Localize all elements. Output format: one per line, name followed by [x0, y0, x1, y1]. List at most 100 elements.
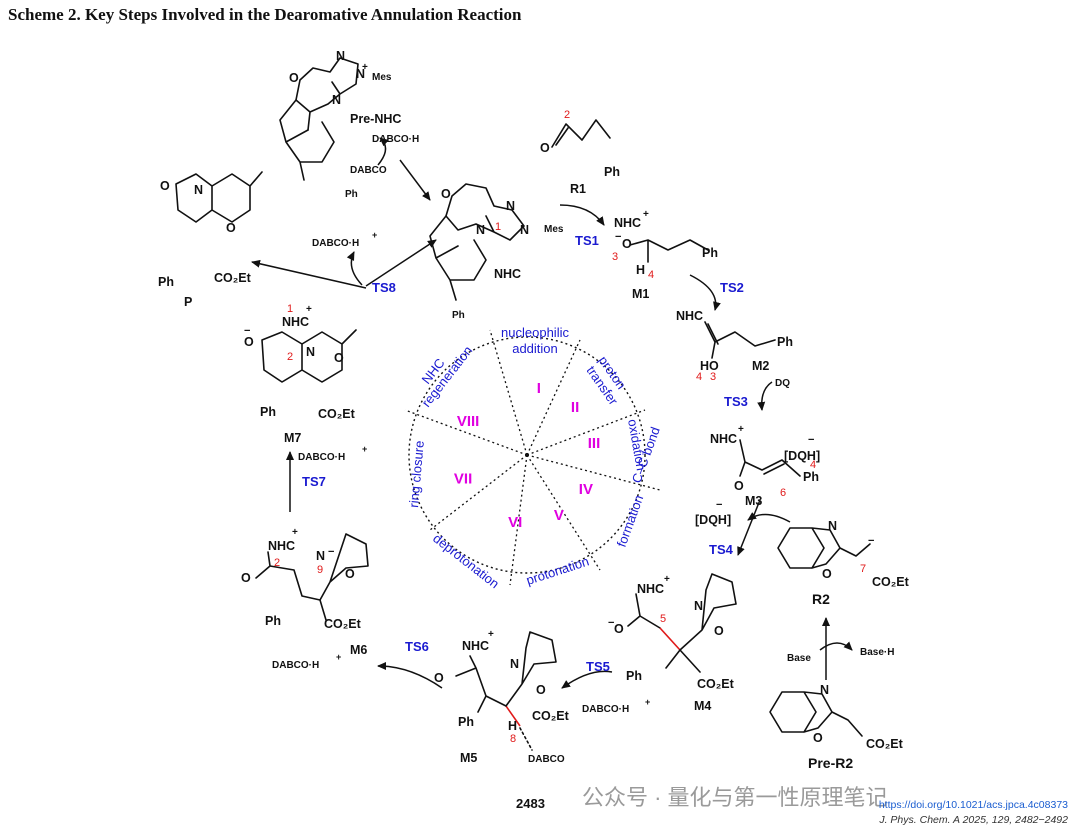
svg-text:Ph: Ph	[458, 715, 474, 729]
svg-text:N: N	[306, 345, 315, 359]
svg-text:+: +	[292, 527, 298, 538]
step-label-protonation: protonation	[524, 553, 591, 587]
svg-text:O: O	[345, 567, 355, 581]
svg-text:Ph: Ph	[803, 470, 819, 484]
step-numeral-VII: VII	[454, 470, 472, 487]
svg-text:7: 7	[860, 563, 866, 575]
svg-text:4: 4	[648, 269, 654, 281]
svg-text:+: +	[362, 62, 368, 73]
dabco-m5: DABCO	[528, 754, 565, 765]
dabco-h-pre: DABCO·H	[372, 134, 419, 145]
svg-text:O: O	[714, 624, 724, 638]
step-label-nucleophilic: nucleophilic	[501, 325, 569, 340]
svg-text:O: O	[160, 179, 170, 193]
svg-text:O: O	[441, 187, 451, 201]
svg-text:Ph: Ph	[345, 189, 358, 200]
p-structure: O N O Ph CO₂Et P DABCO·H + TS8	[158, 171, 437, 309]
svg-text:Ph: Ph	[452, 310, 465, 321]
svg-text:O: O	[536, 683, 546, 697]
pre-nhc-structure: O N N N + Mes Ph Pre-NHC DABCO·H DABCO	[279, 49, 431, 201]
svg-text:+: +	[645, 697, 650, 707]
r2-structure: N O − CO₂Et 7 R2	[777, 519, 910, 607]
dabco-pre: DABCO	[350, 165, 387, 176]
svg-text:CO₂Et: CO₂Et	[318, 407, 356, 421]
ts7-label: TS7	[302, 474, 326, 489]
ts6-label: TS6	[405, 639, 429, 654]
svg-text:+: +	[643, 209, 649, 220]
svg-text:CO₂Et: CO₂Et	[214, 271, 252, 285]
svg-text:N: N	[694, 599, 703, 613]
svg-text:4: 4	[696, 371, 702, 383]
ts1-label: TS1	[575, 233, 599, 248]
svg-text:O: O	[289, 71, 299, 85]
svg-text:H: H	[508, 719, 517, 733]
svg-text:CO₂Et: CO₂Et	[866, 737, 904, 751]
svg-text:5: 5	[660, 613, 666, 625]
step-numeral-V: V	[554, 507, 564, 524]
svg-text:NHC: NHC	[282, 315, 309, 329]
svg-text:O: O	[822, 567, 832, 581]
svg-text:NHC: NHC	[268, 539, 295, 553]
svg-text:O: O	[622, 237, 632, 251]
svg-text:CO₂Et: CO₂Et	[532, 709, 570, 723]
doi-link[interactable]: https://doi.org/10.1021/acs.jpca.4c08373	[879, 799, 1068, 811]
svg-text:O: O	[226, 221, 236, 235]
m3-structure: NHC + O Ph [DQH] − 4 6 M3 [DQH] − TS4	[695, 424, 820, 557]
label-nhc: NHC	[494, 267, 521, 281]
m6-structure: NHC + O N − O Ph CO₂Et 2 9 DABCO·H + M6 …	[241, 527, 443, 689]
svg-text:1: 1	[495, 221, 501, 233]
svg-text:−: −	[808, 434, 814, 446]
svg-text:Ph: Ph	[702, 246, 718, 260]
label-m4: M4	[694, 699, 711, 713]
ts8-label: TS8	[372, 280, 396, 295]
svg-text:−: −	[328, 546, 334, 558]
watermark: 公众号 · 量化与第一性原理笔记	[582, 785, 888, 810]
svg-text:N: N	[828, 519, 837, 533]
ts2-label: TS2	[720, 280, 744, 295]
svg-text:N: N	[506, 199, 515, 213]
step-numeral-II: II	[571, 399, 579, 416]
base-h-label: Base·H	[860, 647, 894, 658]
svg-text:N: N	[820, 683, 829, 697]
svg-text:O: O	[244, 335, 254, 349]
dabco-h-m6: DABCO·H	[272, 660, 319, 671]
label-pre-nhc: Pre-NHC	[350, 112, 401, 126]
dabco-h-p: DABCO·H	[312, 238, 359, 249]
svg-text:+: +	[306, 304, 312, 315]
label-pre-r2: Pre-R2	[808, 755, 853, 771]
svg-text:2: 2	[274, 557, 280, 569]
m2-structure: NHC HO Ph 4 3 M2 DQ TS3	[676, 309, 793, 411]
svg-text:9: 9	[317, 564, 323, 576]
svg-text:2: 2	[287, 351, 293, 363]
dabco-h-m5: DABCO·H	[582, 704, 629, 715]
svg-text:NHC: NHC	[462, 639, 489, 653]
svg-text:CO₂Et: CO₂Et	[872, 575, 910, 589]
label-m6: M6	[350, 643, 367, 657]
svg-text:CO₂Et: CO₂Et	[324, 617, 362, 631]
svg-text:−: −	[244, 325, 250, 337]
ts4-label: TS4	[709, 542, 734, 557]
step-numeral-IV: IV	[579, 481, 593, 498]
m5-structure: NHC + O N O Ph CO₂Et H 8 DABCO M5 TS5 DA…	[434, 629, 650, 765]
svg-text:O: O	[540, 141, 550, 155]
svg-text:NHC: NHC	[676, 309, 703, 323]
label-r2: R2	[812, 591, 830, 607]
svg-text:N: N	[476, 223, 485, 237]
svg-text:O: O	[334, 351, 344, 365]
m4-structure: NHC + O − N O Ph CO₂Et 5 M4	[608, 573, 737, 713]
step-numeral-I: I	[537, 380, 541, 397]
svg-text:+: +	[336, 652, 341, 662]
svg-text:O: O	[614, 622, 624, 636]
svg-text:O: O	[813, 731, 823, 745]
svg-text:N: N	[510, 657, 519, 671]
svg-text:4: 4	[810, 459, 816, 471]
svg-text:−: −	[868, 535, 874, 547]
svg-text:NHC: NHC	[614, 216, 641, 230]
svg-text:Mes: Mes	[372, 72, 392, 83]
svg-text:N: N	[332, 93, 341, 107]
svg-text:N: N	[316, 549, 325, 563]
svg-text:+: +	[664, 574, 670, 585]
svg-text:Ph: Ph	[265, 614, 281, 628]
